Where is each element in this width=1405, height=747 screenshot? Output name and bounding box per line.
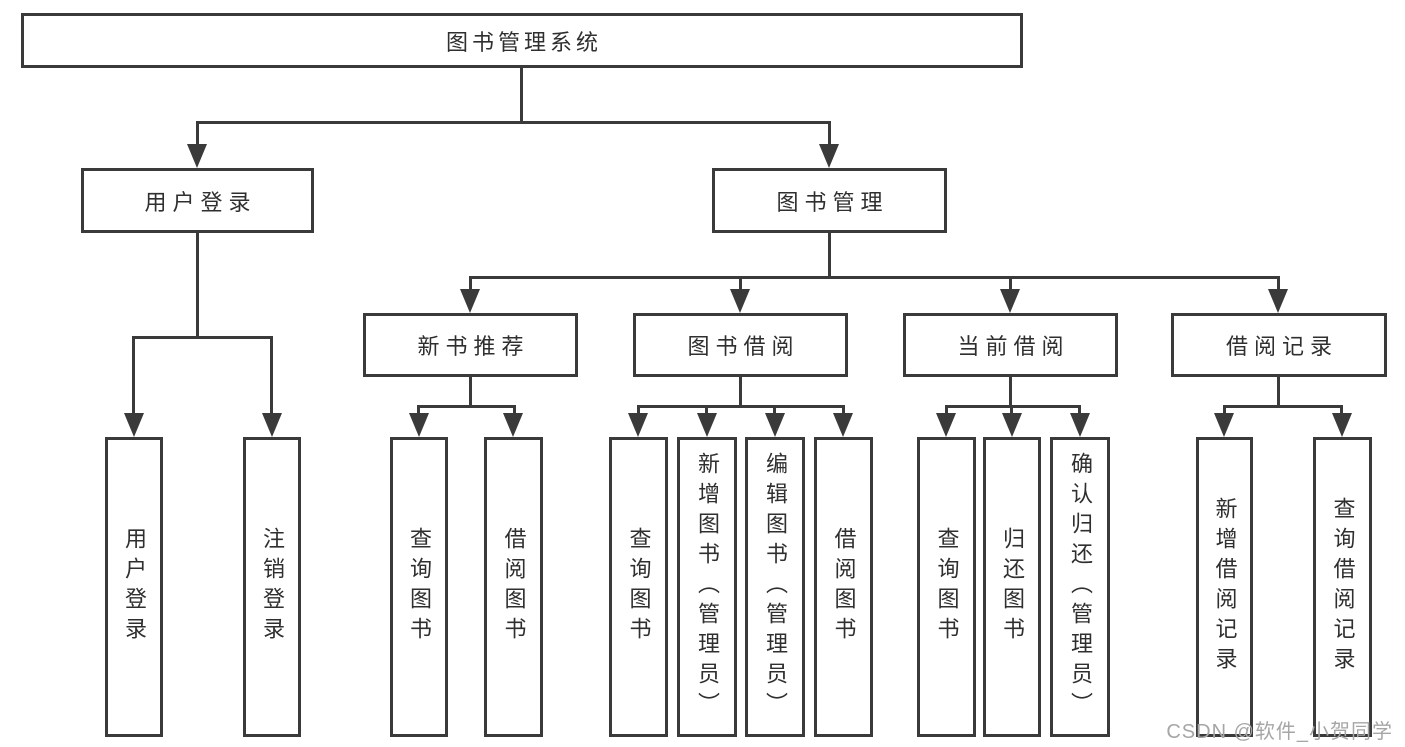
connector-to-leaf-new-query: [417, 405, 420, 417]
connector-root-stem: [520, 68, 523, 124]
csdn-watermark: CSDN @软件_小贺同学: [1166, 721, 1393, 743]
connector-to-leaf-logout: [270, 336, 273, 416]
leaf-add-borrow-record: 新增借阅记录: [1196, 437, 1253, 737]
connector-level3-bar: [469, 276, 1280, 279]
leaf-query-borrow-record-label: 查询借阅记录: [1330, 497, 1356, 677]
leaf-borrow-books-label: 借阅图书: [831, 527, 857, 647]
arrowhead-leaf-rec-query: [1332, 413, 1352, 437]
arrowhead-leaf-rec-add: [1214, 413, 1234, 437]
leaf-borrow-query-books: 查询图书: [609, 437, 668, 737]
leaf-add-books-admin: 新增图书（管理员）: [677, 437, 737, 737]
connector-to-mgmt: [828, 121, 831, 148]
arrowhead-leaf-borrow-add: [697, 413, 717, 437]
connector-level2-bar: [196, 121, 831, 124]
arrowhead-leaf-user-login: [124, 413, 144, 437]
node-book-management: 图书管理: [712, 168, 947, 233]
connector-to-borrow: [739, 276, 742, 292]
node-user-login-label: 用户登录: [144, 189, 257, 215]
arrowhead-to-mgmt: [819, 144, 839, 168]
leaf-return-books-label: 归还图书: [1000, 527, 1025, 647]
arrowhead-leaf-new-query: [409, 413, 429, 437]
leaf-edit-books-admin: 编辑图书（管理员）: [745, 437, 805, 737]
leaf-borrow-query-books-label: 查询图书: [626, 527, 652, 647]
leaf-current-query-books: 查询图书: [917, 437, 976, 737]
node-borrow-records: 借阅记录: [1171, 313, 1387, 377]
arrowhead-leaf-borrow-edit: [765, 413, 785, 437]
arrowhead-leaf-borrow-borrow: [833, 413, 853, 437]
connector-record-stem: [1277, 377, 1280, 408]
connector-to-leaf-cur-confirm: [1078, 405, 1081, 417]
connector-newbook-bar: [417, 405, 516, 408]
leaf-query-borrow-record: 查询借阅记录: [1313, 437, 1372, 737]
arrowhead-newbook: [460, 289, 480, 313]
connector-mgmt-stem: [828, 233, 831, 279]
leaf-borrow-books: 借阅图书: [814, 437, 873, 737]
node-book-management-label: 图书管理: [776, 189, 889, 215]
leaf-return-books: 归还图书: [983, 437, 1041, 737]
leaf-add-borrow-record-label: 新增借阅记录: [1212, 497, 1238, 677]
connector-record-bar: [1223, 405, 1343, 408]
connector-to-login: [196, 121, 199, 148]
arrowhead-to-login: [187, 144, 207, 168]
connector-current-bar: [945, 405, 1081, 408]
node-user-login: 用户登录: [81, 168, 314, 233]
arrowhead-leaf-cur-query: [936, 413, 956, 437]
leaf-edit-books-admin-label: 编辑图书（管理员）: [763, 452, 788, 722]
arrowhead-borrow: [730, 289, 750, 313]
connector-to-leaf-cur-query: [945, 405, 948, 417]
connector-login-bar: [132, 336, 273, 339]
node-root-label: 图书管理系统: [445, 29, 602, 55]
connector-to-leaf-borrow-query: [637, 405, 640, 417]
connector-to-record: [1277, 276, 1280, 292]
connector-to-leaf-borrow-add: [705, 405, 708, 417]
connector-to-leaf-cur-return: [1010, 405, 1013, 417]
arrowhead-leaf-logout: [262, 413, 282, 437]
connector-to-current: [1009, 276, 1012, 292]
node-new-book-recommend-label: 新书推荐: [417, 334, 530, 359]
arrowhead-leaf-cur-confirm: [1070, 413, 1090, 437]
leaf-user-login: 用户登录: [105, 437, 163, 737]
node-root: 图书管理系统: [21, 13, 1023, 68]
connector-login-stem: [196, 233, 199, 339]
arrowhead-leaf-borrow-query: [628, 413, 648, 437]
connector-to-leaf-new-borrow: [513, 405, 516, 417]
arrowhead-leaf-cur-return: [1002, 413, 1022, 437]
node-current-borrowing-label: 当前借阅: [957, 334, 1070, 359]
node-borrow-records-label: 借阅记录: [1225, 334, 1338, 359]
node-new-book-recommend: 新书推荐: [363, 313, 578, 377]
connector-to-newbook: [469, 276, 472, 292]
connector-to-leaf-borrow-borrow: [842, 405, 845, 417]
leaf-new-query-books-label: 查询图书: [407, 527, 432, 647]
arrowhead-record: [1268, 289, 1288, 313]
leaf-new-borrow-books-label: 借阅图书: [501, 527, 527, 647]
connector-to-leaf-borrow-edit: [773, 405, 776, 417]
leaf-new-query-books: 查询图书: [390, 437, 448, 737]
connector-to-leaf-user-login: [132, 336, 135, 416]
leaf-logout-label: 注销登录: [260, 527, 285, 647]
node-book-borrowing-label: 图书借阅: [687, 334, 800, 359]
connector-borrow-stem: [739, 377, 742, 408]
node-current-borrowing: 当前借阅: [903, 313, 1118, 377]
connector-to-leaf-rec-query: [1340, 405, 1343, 417]
leaf-add-books-admin-label: 新增图书（管理员）: [695, 452, 720, 722]
connector-borrow-bar: [637, 405, 845, 408]
leaf-confirm-return-admin-label: 确认归还（管理员）: [1068, 452, 1093, 722]
leaf-new-borrow-books: 借阅图书: [484, 437, 543, 737]
arrowhead-leaf-new-borrow: [503, 413, 523, 437]
leaf-logout: 注销登录: [243, 437, 301, 737]
connector-current-stem: [1009, 377, 1012, 408]
leaf-user-login-label: 用户登录: [122, 527, 147, 647]
connector-newbook-stem: [469, 377, 472, 408]
arrowhead-current: [1000, 289, 1020, 313]
node-book-borrowing: 图书借阅: [633, 313, 848, 377]
leaf-confirm-return-admin: 确认归还（管理员）: [1050, 437, 1110, 737]
connector-to-leaf-rec-add: [1223, 405, 1226, 417]
leaf-current-query-books-label: 查询图书: [934, 527, 960, 647]
